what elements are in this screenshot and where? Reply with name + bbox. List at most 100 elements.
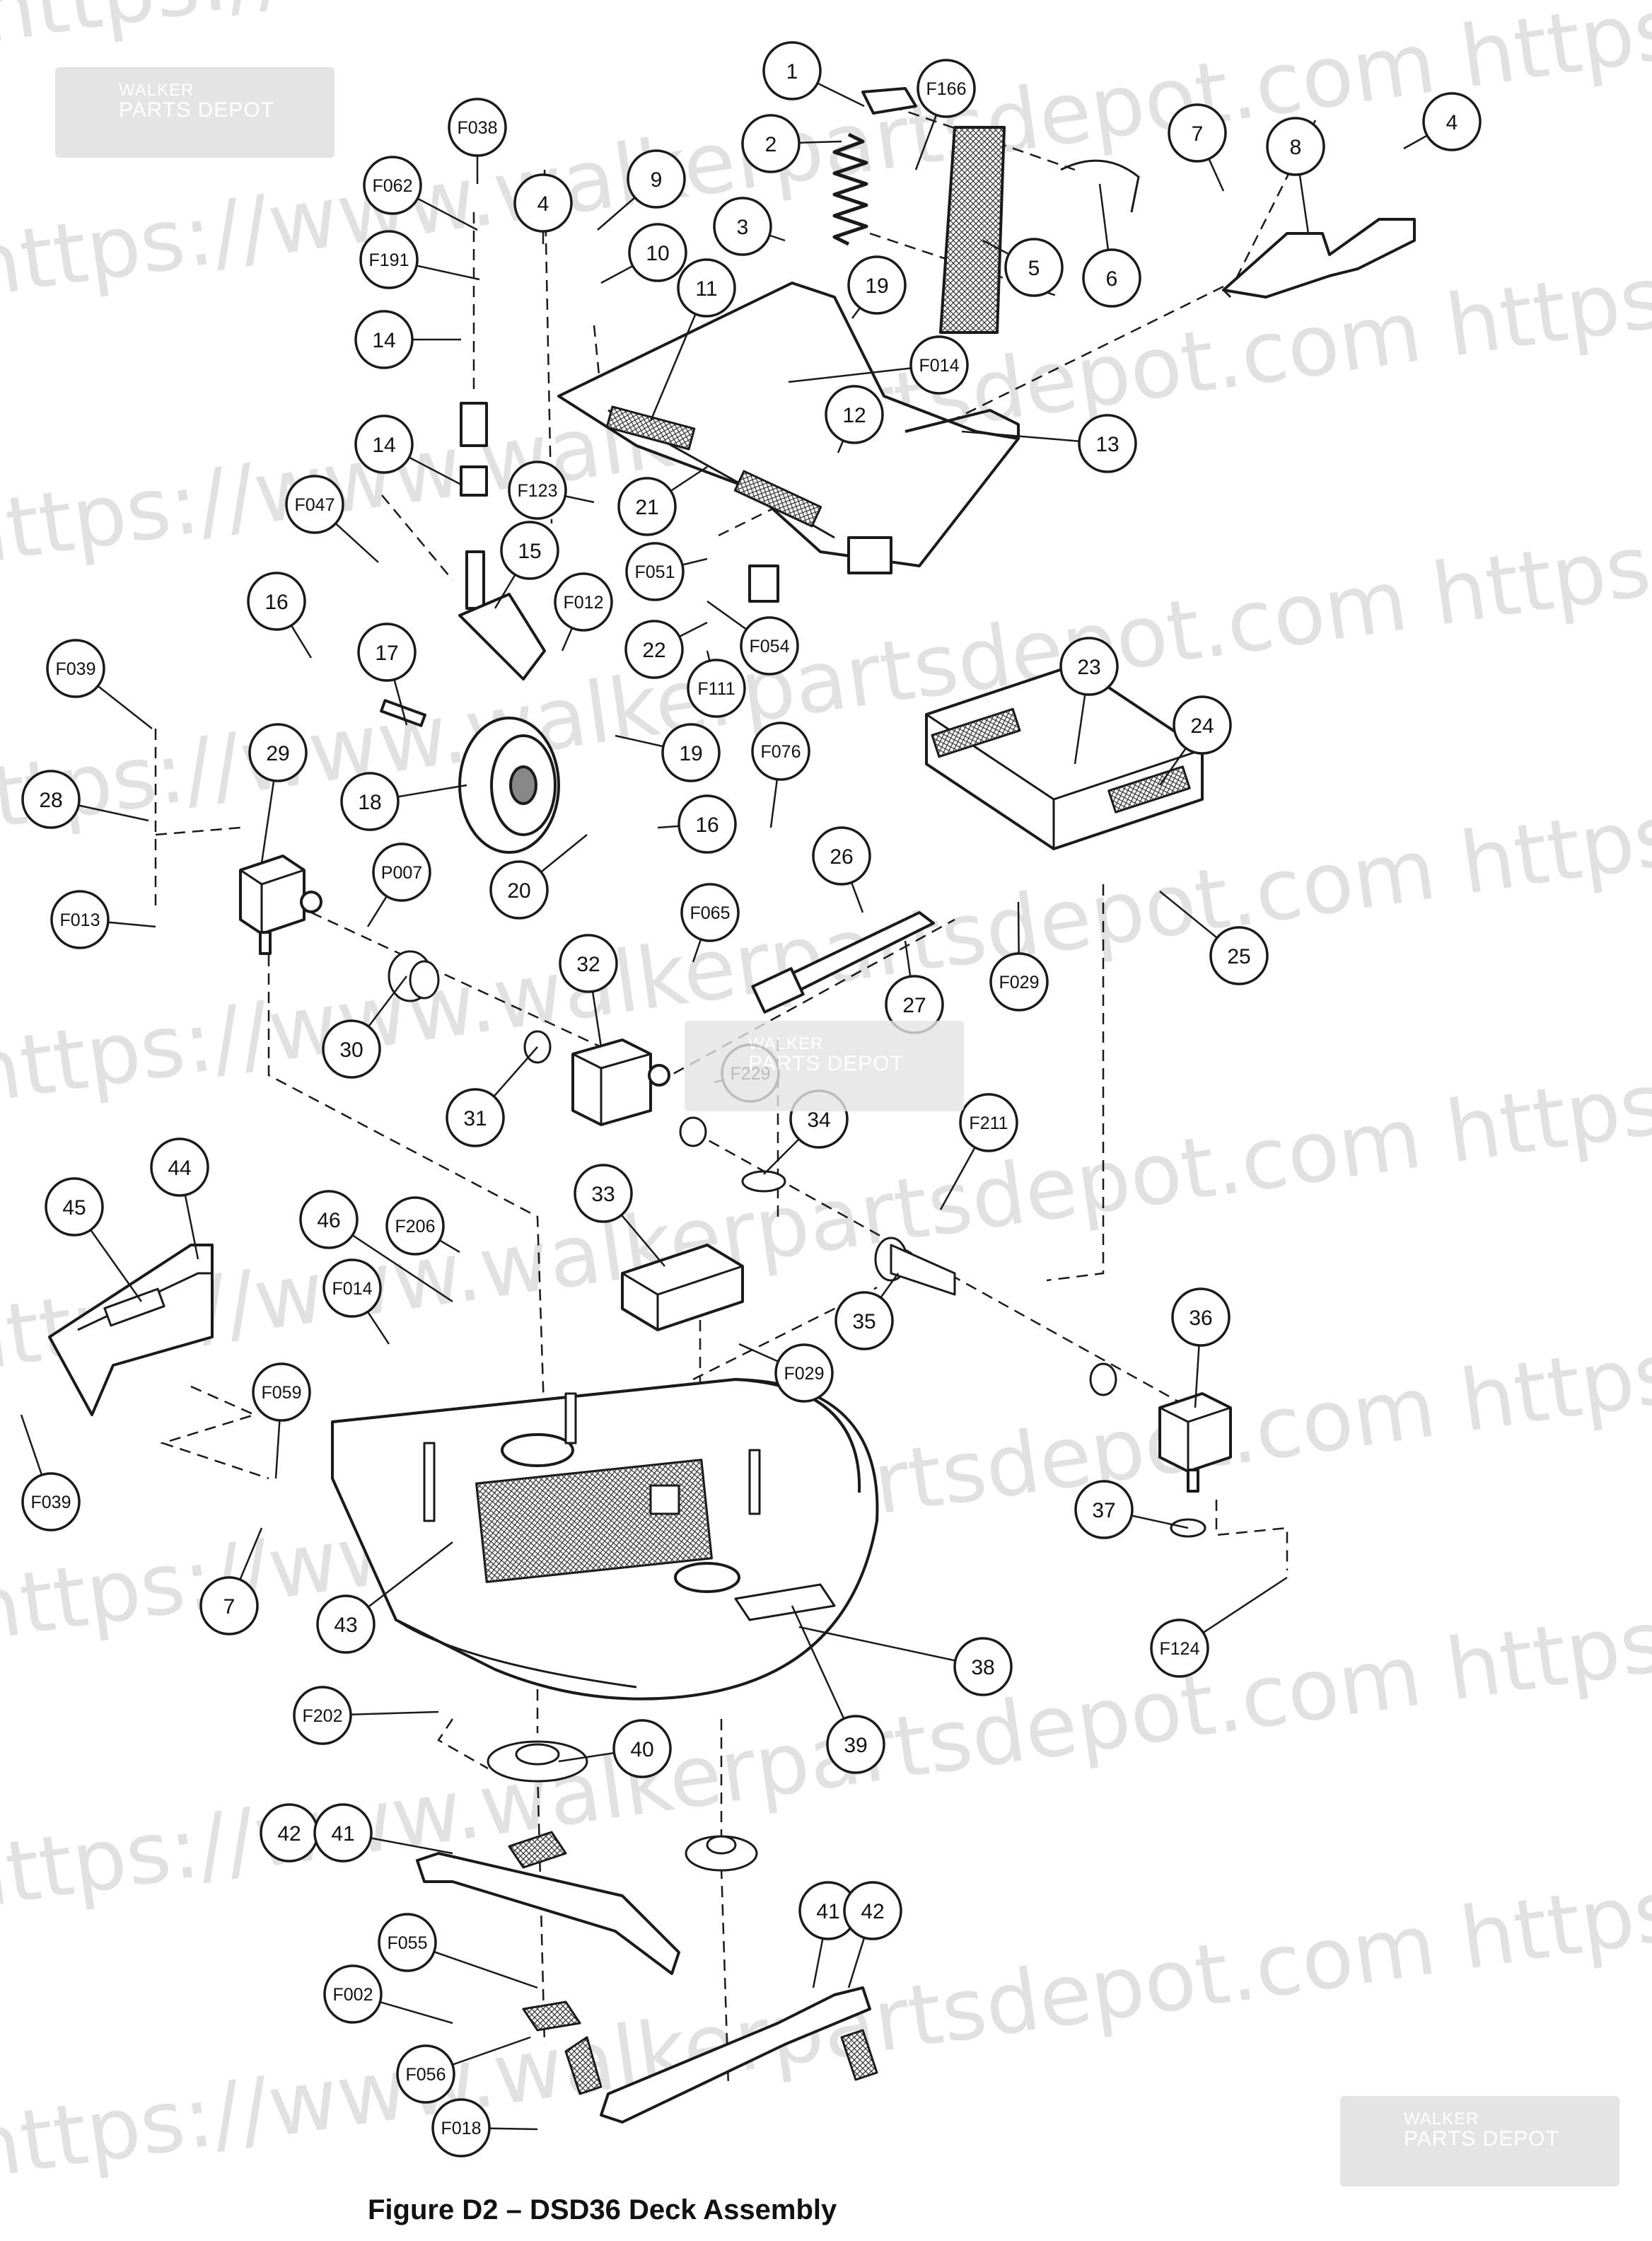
gearbox-right [1158, 1392, 1232, 1493]
logo-line2: PARTS DEPOT [748, 1052, 904, 1076]
callout-circle [513, 173, 573, 233]
callout-bubble: 5 [1004, 238, 1064, 297]
callout-circle [359, 230, 419, 289]
callout-label: 9 [651, 168, 663, 192]
callout-label: F018 [441, 2119, 482, 2138]
callout-label: F059 [262, 1383, 302, 1403]
callout-bubble: 29 [248, 723, 308, 782]
callout-label: F123 [518, 481, 558, 501]
callout-circle [150, 1137, 209, 1197]
callout-label: 27 [902, 994, 926, 1017]
callout-bubble: F055 [378, 1913, 437, 1972]
callout-label: F002 [333, 1985, 373, 2005]
callout-circle [1078, 414, 1137, 473]
callout-bubble: 38 [953, 1637, 1013, 1696]
callout-circle [825, 385, 884, 444]
deck-shell [331, 1378, 879, 1701]
callout-bubble: 26 [812, 826, 871, 886]
callout-bubble: F062 [363, 156, 422, 215]
callout-circle [1082, 248, 1141, 308]
callout-bubble: F111 [687, 659, 746, 718]
callout-bubble: F014 [322, 1258, 382, 1318]
callout-circle [826, 1715, 885, 1774]
callout-label: P007 [381, 863, 422, 883]
callout-circle [625, 542, 685, 601]
callout-label: F012 [564, 593, 604, 613]
callout-label: F111 [697, 679, 735, 699]
callout-circle [713, 197, 772, 256]
callout-bubble: 19 [661, 723, 721, 782]
callout-bubble: 41 [313, 1803, 373, 1863]
callout-label: 22 [642, 639, 665, 662]
callout-bubble: F191 [359, 230, 419, 289]
callout-bubble: 3 [713, 197, 772, 256]
callout-label: F054 [750, 637, 790, 656]
callout-bubble: 8 [1266, 117, 1325, 176]
callout-bubble: F059 [252, 1362, 311, 1422]
callout-bubble: 39 [826, 1715, 885, 1774]
lift-frame [557, 282, 1020, 603]
callout-label: 28 [39, 789, 62, 812]
caster-fork [458, 402, 546, 681]
callout-circle [285, 475, 344, 534]
callout-label: F029 [999, 973, 1040, 992]
callout-label: 12 [842, 404, 866, 427]
callout-circle [661, 723, 721, 782]
callout-circle [45, 1177, 104, 1237]
callout-label: 42 [277, 1822, 301, 1846]
callout-circle [500, 521, 559, 580]
callout-bubble: F029 [989, 952, 1049, 1012]
callout-label: F211 [969, 1113, 1008, 1133]
callout-label: F039 [31, 1493, 71, 1512]
callout-circle [1266, 117, 1325, 176]
assembly-line [159, 1385, 269, 1480]
callout-bubble: F056 [396, 2044, 455, 2104]
callout-circle [1173, 695, 1232, 755]
callout-circle [508, 461, 567, 520]
callout-bubble: 21 [617, 477, 677, 536]
callout-circle [385, 1196, 445, 1256]
callout-bubble: 16 [247, 572, 306, 631]
callout-circle [617, 477, 677, 536]
callout-bubble: 46 [299, 1190, 359, 1249]
spring-boot [939, 126, 1006, 334]
callout-circle [1168, 103, 1227, 163]
logo-badge-center: WALKER PARTS DEPOT [685, 1021, 964, 1111]
callout-circle [774, 1343, 834, 1403]
callout-bubble: 42 [843, 1881, 902, 1940]
callout-bubble: F047 [285, 475, 344, 534]
assembly-line [267, 955, 546, 1430]
callout-bubble: F211 [959, 1093, 1018, 1152]
callout-label: F013 [60, 910, 100, 930]
callout-circle [252, 1362, 311, 1422]
callout-label: 24 [1190, 714, 1214, 738]
callout-label: 14 [372, 329, 395, 352]
callout-circle [372, 842, 431, 902]
callout-bubble: F206 [385, 1196, 445, 1256]
callout-bubble: F029 [774, 1343, 834, 1403]
callout-circle [313, 1803, 373, 1863]
callout-circle [1074, 1480, 1134, 1539]
callout-bubble: 7 [199, 1576, 259, 1635]
callout-label: F014 [919, 356, 960, 376]
callout-label: F191 [369, 250, 409, 270]
callout-bubble: 14 [354, 310, 414, 369]
callout-label: 4 [1446, 111, 1458, 134]
callout-bubble: 28 [21, 770, 81, 829]
callout-circle [431, 2098, 491, 2158]
callout-label: F062 [373, 176, 413, 196]
callout-label: 31 [463, 1107, 487, 1130]
callout-label: F065 [690, 903, 731, 923]
callout-label: 19 [679, 742, 702, 765]
belt-cover [621, 1244, 744, 1331]
callout-circle [687, 659, 746, 718]
callout-circle [46, 639, 105, 698]
callout-label: 21 [635, 496, 658, 519]
callout-bubble: 13 [1078, 414, 1137, 473]
callout-bubble: 31 [446, 1088, 505, 1147]
callout-circle [740, 616, 799, 676]
callout-bubble: 45 [45, 1177, 104, 1237]
callout-circle [248, 723, 308, 782]
callout-label: 13 [1095, 433, 1119, 456]
callout-circle [1059, 637, 1119, 696]
